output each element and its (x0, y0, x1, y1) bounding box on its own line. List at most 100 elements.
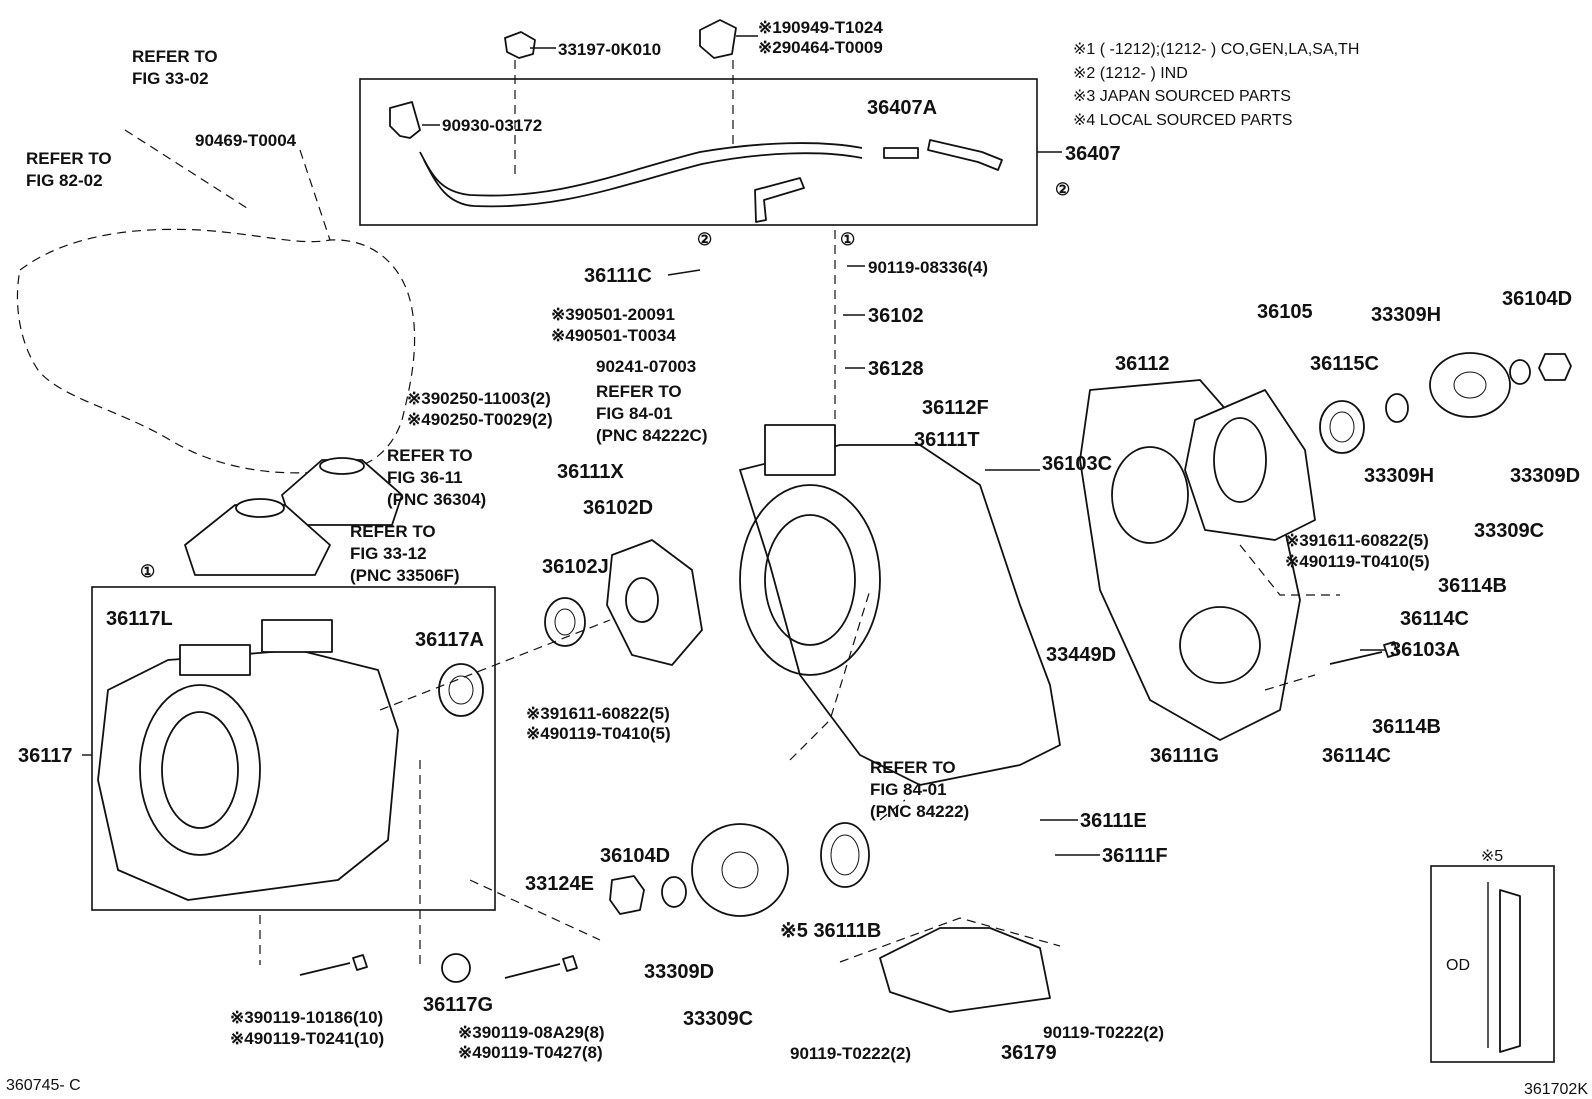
extension-bore (625, 577, 659, 623)
marker-2-b: ② (697, 230, 712, 249)
inset-mark: ※5 (1481, 848, 1503, 865)
joint-36407A-drawing (883, 147, 919, 159)
note-3: ※3 JAPAN SOURCED PARTS (1073, 88, 1291, 105)
ref2-line2: FIG 82-02 (26, 171, 103, 190)
label-36114C-b: 36114C (1322, 745, 1391, 767)
case-top-pad (764, 424, 836, 476)
right-hose-drawing (927, 139, 1003, 171)
label-90119-T0410-b: ※490119-T0410(5) (1285, 552, 1430, 571)
washer-33309D-bottom-drawing (661, 876, 687, 908)
label-36105: 36105 (1257, 301, 1313, 323)
rear-cover-bore-upper (1111, 446, 1189, 544)
ref4-line1: REFER TO (387, 446, 473, 465)
case-bore-drawing (739, 484, 881, 676)
od-label: OD (1446, 957, 1470, 974)
retainer-bore (1213, 417, 1267, 503)
guide-10 (469, 879, 601, 941)
ref6-line1: REFER TO (870, 758, 956, 777)
label-36111C: 36111C (584, 265, 652, 287)
label-90469-T0004: 90469-T0004 (195, 131, 297, 150)
breather-hose-drawing (419, 142, 863, 197)
adapter-top-pad-1 (179, 644, 251, 676)
label-33449D: 33449D (1046, 644, 1116, 666)
ref4-line2: FIG 36-11 (387, 468, 463, 487)
label-36103C: 36103C (1042, 453, 1112, 475)
label-36111T: 36111T (914, 429, 980, 451)
flange-right-hub (1453, 371, 1487, 399)
label-33124E: 33124E (525, 873, 594, 895)
label-90250-T0029: ※490250-T0029(2) (407, 410, 553, 429)
label-90119-T0427: ※490119-T0427(8) (458, 1043, 603, 1062)
label-36102J: 36102J (542, 556, 609, 578)
clip-33197-drawing (504, 31, 536, 59)
bracket-36179-drawing (879, 927, 1051, 1013)
label-90241-07003: 90241-07003 (596, 357, 696, 376)
label-90119-08336: 90119-08336(4) (868, 258, 988, 277)
bolt-90119-10186-drawing (299, 954, 368, 976)
leader-lines (82, 35, 1385, 856)
ref5-line2: FIG 33-12 (350, 544, 427, 563)
flange-bottom-hub (721, 851, 759, 889)
guide-2 (299, 149, 331, 241)
leader-36111C (667, 269, 701, 276)
seal-36115C-inner (1329, 411, 1355, 443)
marker-1-b: ① (140, 562, 155, 581)
bearing-36117A-drawing (438, 663, 484, 717)
part-labels: 33197-0K010 ※190949-T1024 ※290464-T0009 … (18, 18, 1580, 1064)
label-90119-08A29: ※390119-08A29(8) (458, 1023, 605, 1042)
label-33309H-bottom: 33309H (1364, 465, 1434, 487)
note-4: ※4 LOCAL SOURCED PARTS (1073, 112, 1292, 129)
reference-notes: REFER TO FIG 33-02 REFER TO FIG 82-02 RE… (26, 47, 969, 821)
label-33309D-bottom: 33309D (644, 961, 714, 983)
nut-36104D-right-drawing (1538, 353, 1572, 381)
note-1: ※1 ( -1212);(1212- ) CO,GEN,LA,SA,TH (1073, 41, 1359, 58)
nut-36104D-bottom-drawing (609, 875, 645, 915)
marker-1-a: ① (840, 230, 855, 249)
label-90464-T0009: ※290464-T0009 (758, 38, 883, 57)
bolt-90119-08A29-drawing (504, 955, 578, 979)
boot-33506F-top (235, 498, 285, 518)
label-36114B-a: 36114B (1438, 575, 1507, 597)
label-33309D-right: 33309D (1510, 465, 1580, 487)
guide-7 (379, 619, 611, 711)
extension-36102D-drawing (606, 539, 703, 666)
legend-notes: ※1 ( -1212);(1212- ) CO,GEN,LA,SA,TH ※2 … (1073, 41, 1359, 129)
seal-36102J-inner (554, 608, 576, 636)
ref3-line1: REFER TO (596, 382, 682, 401)
adapter-bore-inner (161, 711, 239, 829)
guide-13 (1264, 674, 1316, 691)
seal-36102J-drawing (544, 597, 586, 647)
footer-left-code: 360745- C (6, 1077, 81, 1094)
connection-markers: ② ① ② ① (140, 180, 1070, 581)
retainer-36105-drawing (1184, 389, 1316, 541)
label-90119-10186: ※390119-10186(10) (230, 1008, 383, 1027)
label-90930-03172: 90930-03172 (442, 116, 542, 135)
ref3-line2: FIG 84-01 (596, 404, 673, 423)
label-90119-T0241: ※490119-T0241(10) (230, 1029, 384, 1048)
label-33197-0K010: 33197-0K010 (558, 40, 661, 59)
breather-hose-outline (423, 152, 863, 208)
label-90119-T0222-a: 90119-T0222(2) (790, 1044, 911, 1063)
adapter-top-pad-2 (261, 619, 333, 653)
label-90119-T0222-b: 90119-T0222(2) (1043, 1023, 1164, 1042)
label-91611-60822-a: ※391611-60822(5) (526, 704, 670, 723)
case-bore-inner (764, 514, 856, 646)
elbow-hose-drawing (754, 177, 805, 223)
adapter-36117-drawing (97, 649, 399, 901)
adapter-bore-outer (139, 684, 261, 856)
ref1-line1: REFER TO (132, 47, 218, 66)
label-90250-11003: ※390250-11003(2) (407, 389, 551, 408)
label-36102D: 36102D (583, 497, 653, 519)
bearing-36117A-inner (448, 675, 474, 705)
ref4-line3: (PNC 36304) (387, 490, 486, 509)
ref6-line2: FIG 84-01 (870, 780, 947, 799)
clip-90949-drawing (699, 19, 737, 59)
label-36111X: 36111X (557, 461, 624, 483)
label-36117G: 36117G (423, 994, 493, 1016)
label-36179: 36179 (1001, 1042, 1057, 1064)
seal-36115C-drawing (1319, 400, 1365, 454)
label-36128: 36128 (868, 358, 924, 380)
label-33309C-right: 33309C (1474, 520, 1544, 542)
footer-right-code: 361702K (1524, 1081, 1588, 1098)
